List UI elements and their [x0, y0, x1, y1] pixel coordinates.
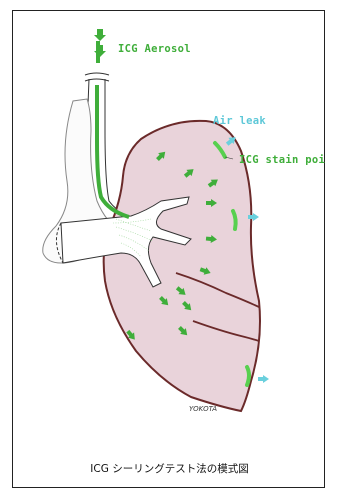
air-leak-label: Air leak [213, 115, 266, 127]
aerosol-label: ICG Aerosol [118, 43, 191, 55]
right-lung [104, 121, 260, 411]
stain-point-label: ICG stain point [239, 154, 326, 166]
figure-frame: ICG Aerosol Air leak ICG stain point YOK… [12, 10, 325, 488]
lung-illustration: ICG Aerosol Air leak ICG stain point YOK… [13, 11, 326, 489]
tube-break-mark [85, 73, 109, 81]
figure-caption: ICG シーリングテスト法の模式図 [13, 461, 326, 476]
artist-signature: YOKOTA [189, 405, 217, 413]
